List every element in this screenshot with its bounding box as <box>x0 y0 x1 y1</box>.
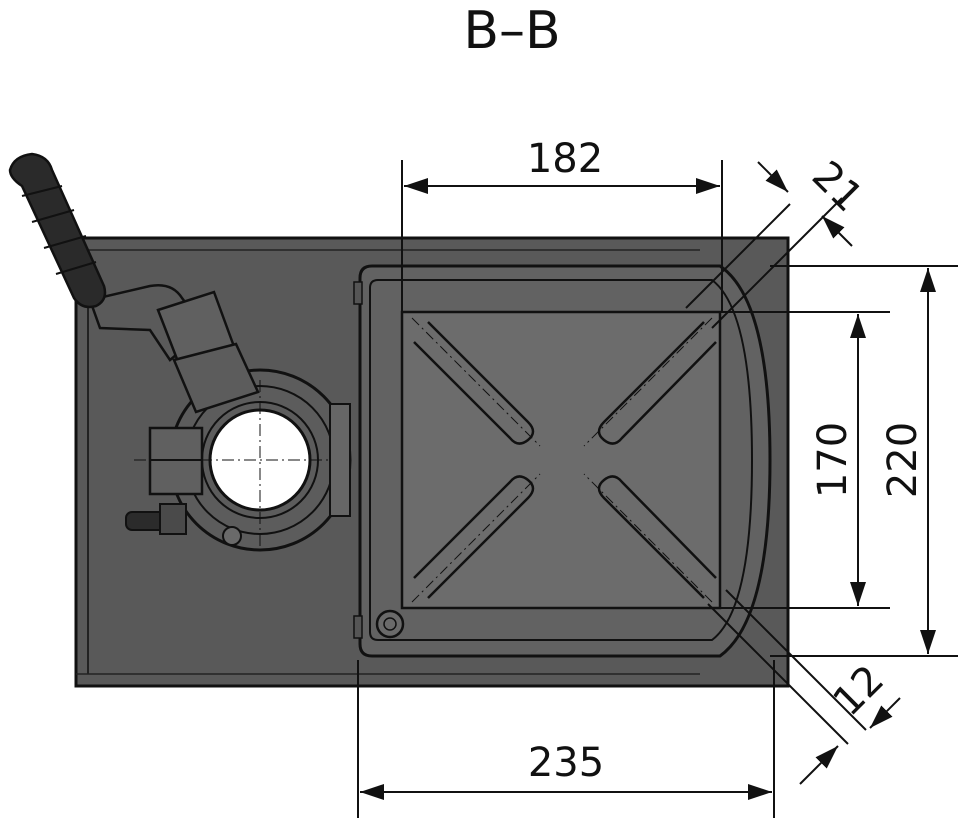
dimension-outer-height: 220 <box>880 422 926 498</box>
t-slots <box>413 321 717 599</box>
dimensions <box>357 160 958 818</box>
dimension-top-offset: 21 <box>803 153 872 222</box>
column-clamp <box>134 368 352 552</box>
dimension-bottom-width: 235 <box>528 740 604 786</box>
work-table <box>353 264 772 658</box>
section-title: B–B <box>463 1 560 61</box>
clamp-lever <box>125 503 187 535</box>
tilt-arm <box>88 284 260 414</box>
dimension-inner-height: 170 <box>810 422 856 498</box>
table-inner-surface <box>400 310 722 610</box>
dimension-top-width: 182 <box>527 136 603 182</box>
table-screw <box>375 609 405 639</box>
handle-grip <box>8 152 107 309</box>
